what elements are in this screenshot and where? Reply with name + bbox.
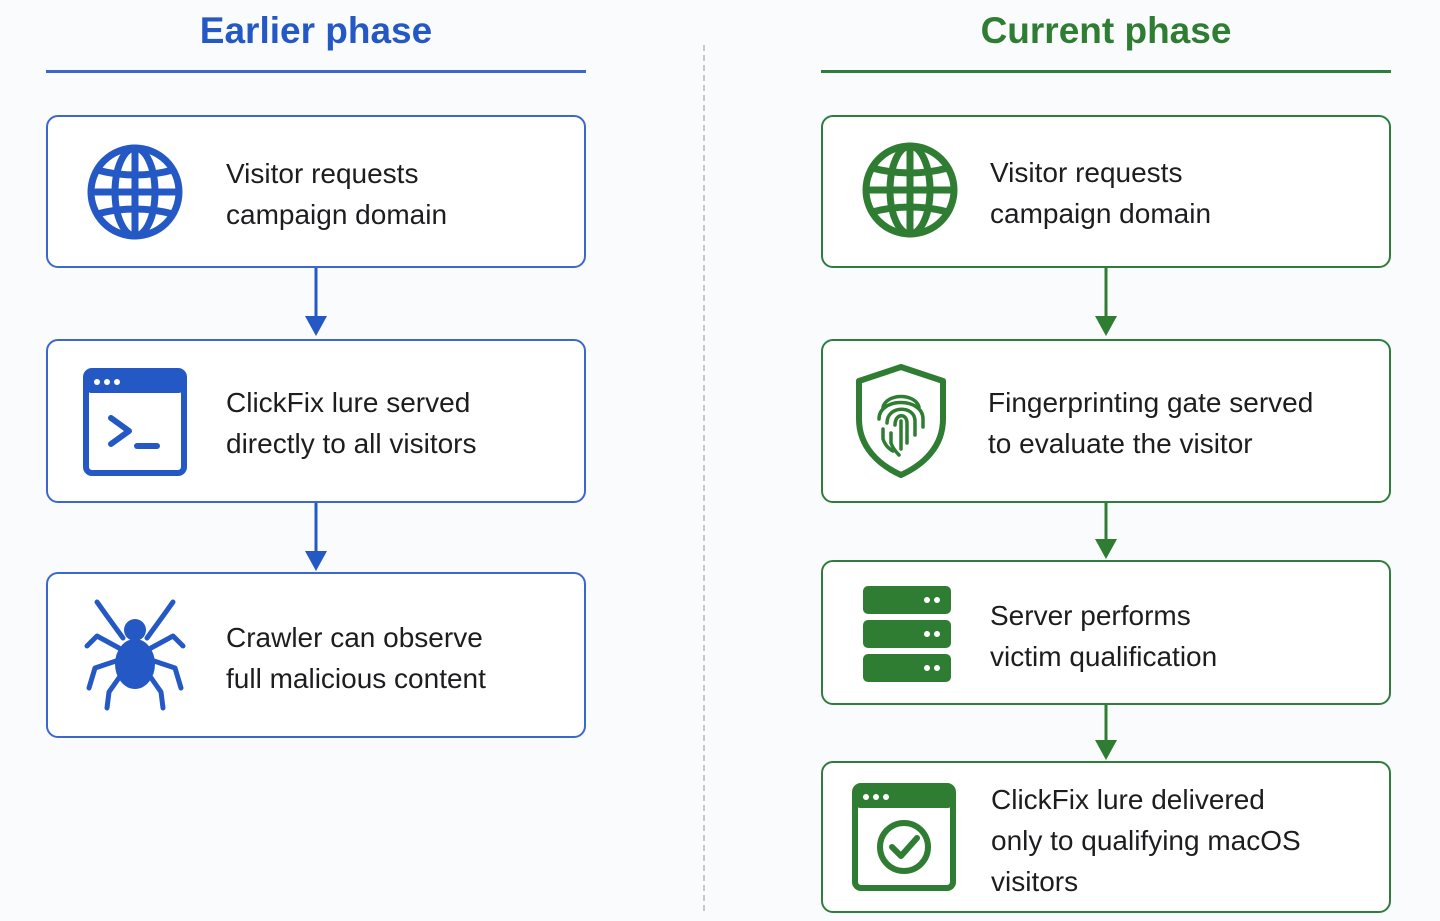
- current-step-fingerprint-gate: Fingerprinting gate served to evaluate t…: [821, 339, 1391, 503]
- phase-divider: [703, 45, 705, 911]
- step-text-line: Visitor requests: [226, 158, 419, 189]
- flow-arrow: [305, 503, 327, 571]
- step-text-line: campaign domain: [990, 198, 1212, 229]
- flow-arrow: [305, 268, 327, 336]
- spider-icon: [83, 596, 187, 712]
- step-text-line: ClickFix lure delivered: [991, 784, 1265, 815]
- current-phase-underline: [821, 70, 1391, 73]
- step-text-line: to evaluate the visitor: [988, 428, 1253, 459]
- earlier-step-visitor-request: Visitor requests campaign domain: [46, 115, 586, 268]
- step-text-line: only to qualifying macOS: [991, 825, 1301, 856]
- globe-icon: [85, 142, 185, 242]
- earlier-step-lure-served: ClickFix lure served directly to all vis…: [46, 339, 586, 503]
- step-text-line: Server performs: [990, 600, 1191, 631]
- step-text-line: visitors: [991, 866, 1079, 897]
- earlier-phase-column: Earlier phase Visitor requests campaign …: [46, 0, 586, 921]
- step-text-line: ClickFix lure served: [226, 387, 471, 418]
- checkmark-window-icon: [852, 783, 956, 891]
- server-icon: [861, 584, 953, 684]
- flow-arrow: [1095, 268, 1117, 336]
- step-text-line: campaign domain: [226, 199, 448, 230]
- step-text-line: victim qualification: [990, 641, 1218, 672]
- globe-icon: [860, 140, 960, 240]
- earlier-step-crawler-observe: Crawler can observe full malicious conte…: [46, 572, 586, 738]
- step-text-line: Crawler can observe: [226, 622, 483, 653]
- step-text-line: directly to all visitors: [226, 428, 477, 459]
- step-text-line: full malicious content: [226, 663, 486, 694]
- flow-arrow: [1095, 705, 1117, 760]
- terminal-window-icon: [83, 368, 187, 476]
- step-text-line: Fingerprinting gate served: [988, 387, 1314, 418]
- earlier-phase-title: Earlier phase: [199, 10, 433, 51]
- current-step-server-qualification: Server performs victim qualification: [821, 560, 1391, 705]
- step-text-line: Visitor requests: [990, 157, 1183, 188]
- earlier-phase-underline: [46, 70, 586, 73]
- flow-arrow: [1095, 503, 1117, 559]
- fingerprint-shield-icon: [853, 363, 949, 479]
- current-step-visitor-request: Visitor requests campaign domain: [821, 115, 1391, 268]
- current-step-lure-delivered: ClickFix lure delivered only to qualifyi…: [821, 761, 1391, 913]
- current-phase-column: Current phase Visitor requests campaign …: [821, 0, 1391, 921]
- current-phase-title: Current phase: [980, 10, 1232, 51]
